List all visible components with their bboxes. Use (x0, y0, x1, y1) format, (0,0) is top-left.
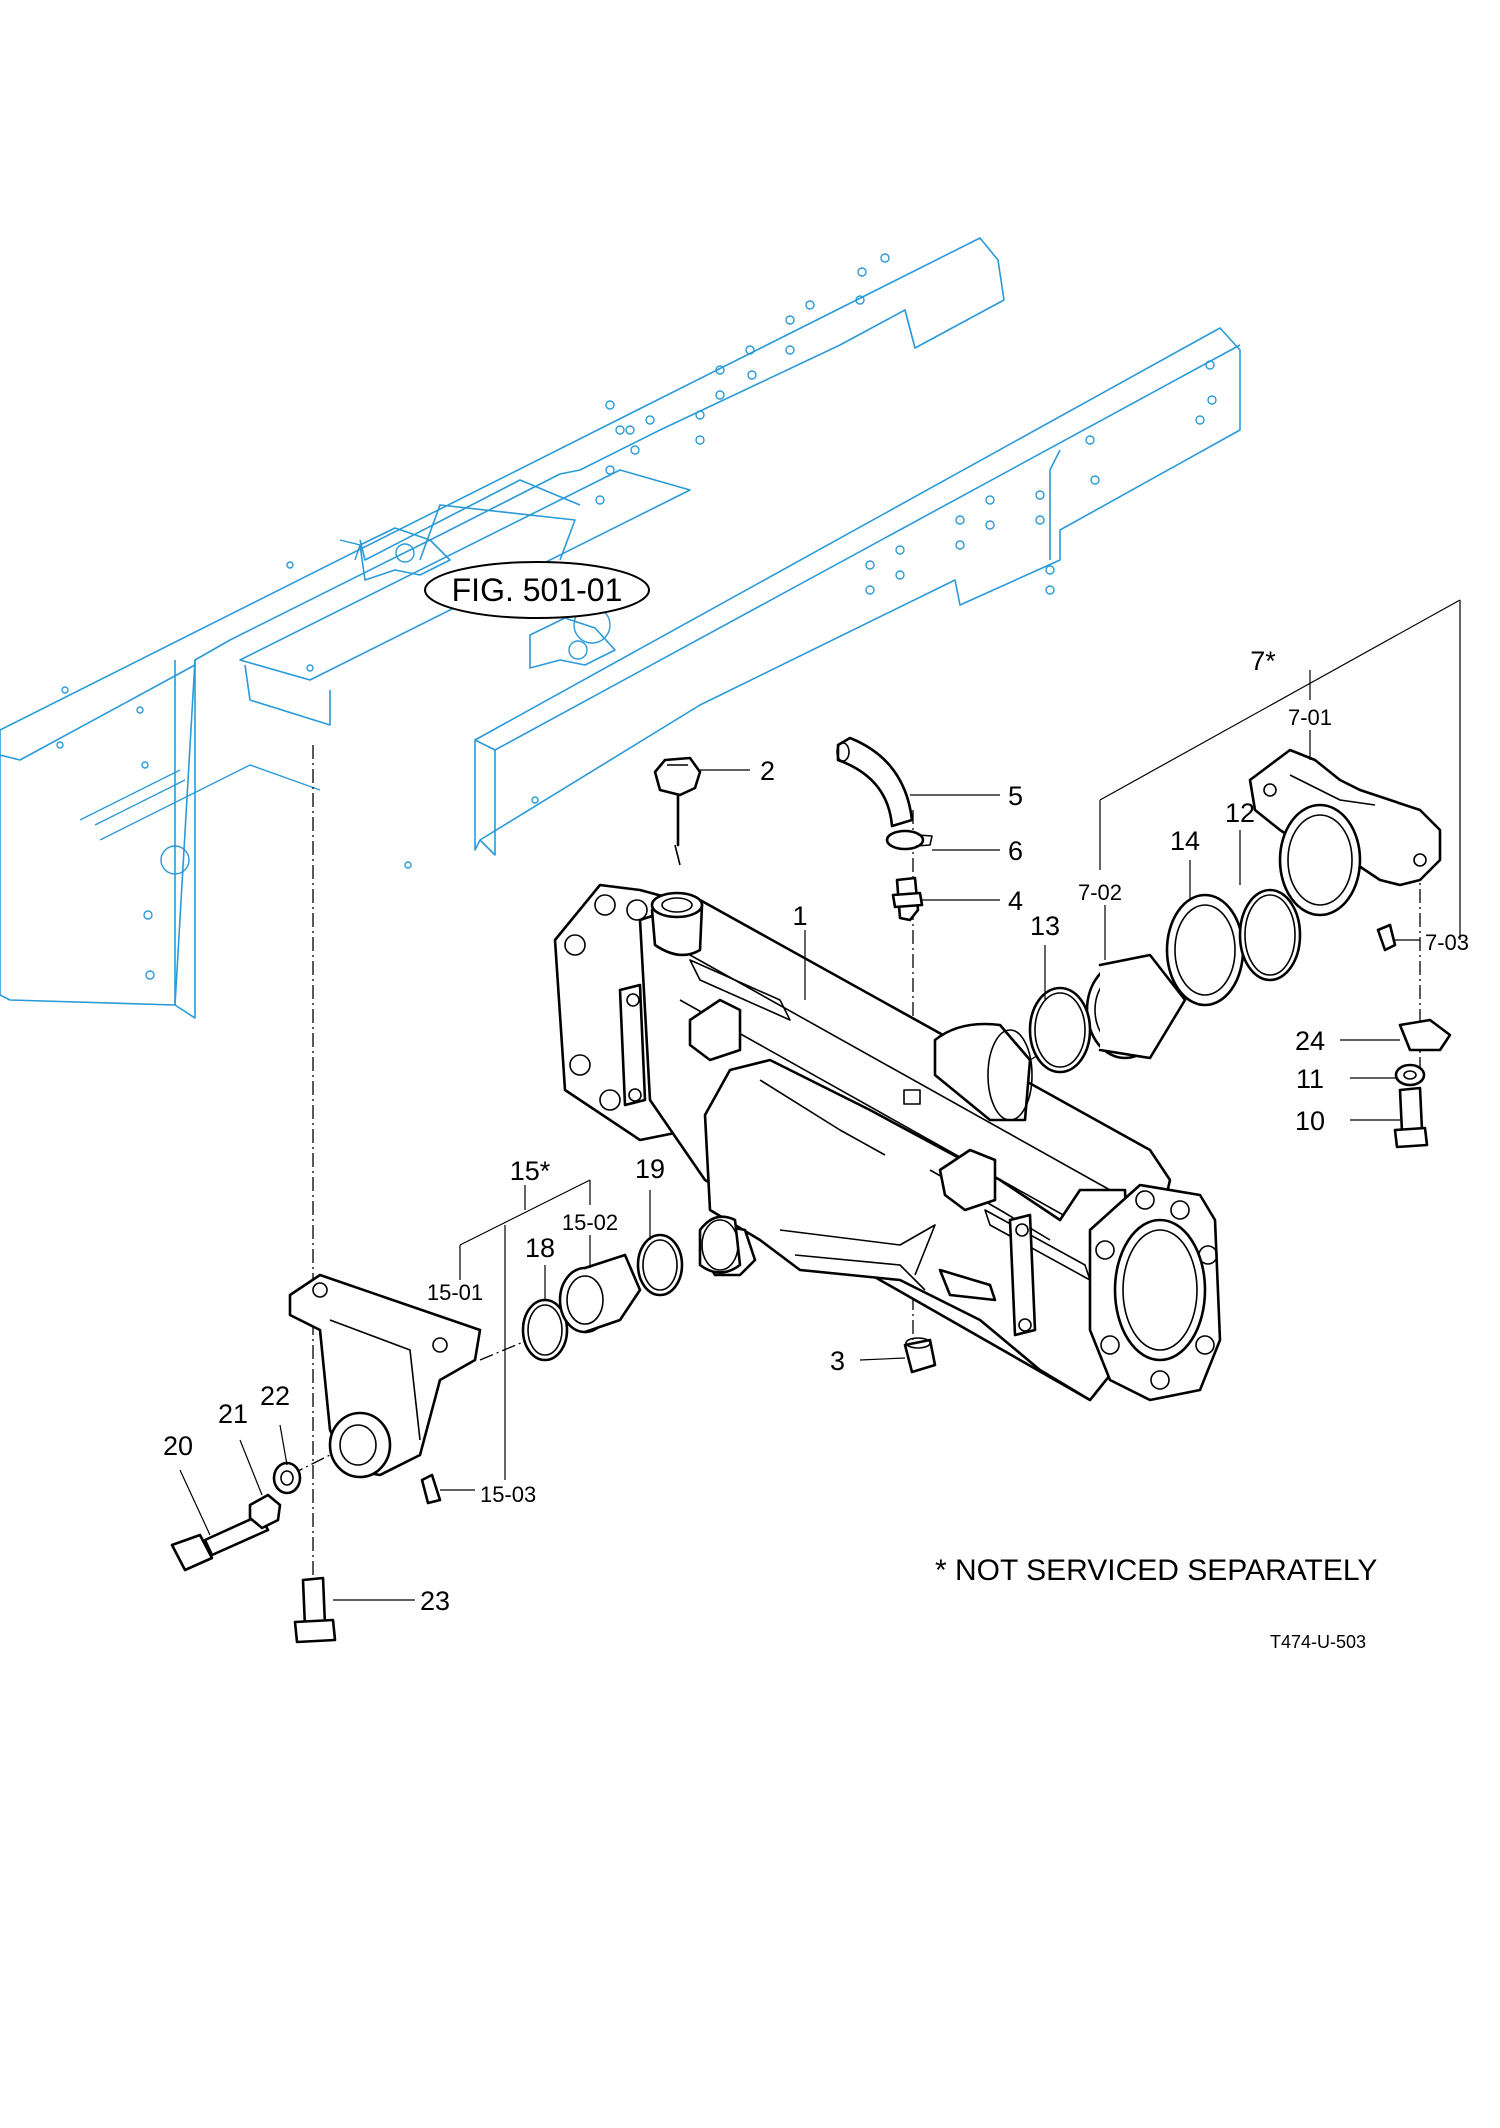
breather-fitting (891, 876, 924, 922)
bolt-23 (293, 1576, 337, 1644)
bolt-10 (1393, 1086, 1429, 1149)
bushing-7-02 (1085, 953, 1187, 1060)
washer-22 (272, 1461, 302, 1495)
callout-18: 18 (525, 1233, 555, 1263)
callout-23: 23 (420, 1586, 450, 1616)
callout-7-03: 7-03 (1425, 930, 1469, 955)
callout-7-02: 7-02 (1078, 880, 1122, 905)
bolt-20 (170, 1513, 270, 1572)
callout-2: 2 (760, 756, 775, 786)
pivot-bracket-front (1248, 748, 1442, 917)
figure-reference-label: FIG. 501-01 (452, 572, 623, 608)
drawing-code: T474-U-503 (1270, 1632, 1366, 1652)
callout-15-03: 15-03 (480, 1482, 536, 1507)
callout-1: 1 (792, 901, 807, 931)
callout-4: 4 (1008, 886, 1023, 916)
callout-3: 3 (830, 1346, 845, 1376)
callout-14: 14 (1170, 826, 1200, 856)
callout-15-02: 15-02 (562, 1210, 618, 1235)
breather-hose (836, 736, 914, 828)
callout-7-01: 7-01 (1288, 705, 1332, 730)
callout-19: 19 (635, 1154, 665, 1184)
washer-11 (1394, 1063, 1426, 1087)
tractor-frame-outline (0, 237, 1241, 1019)
nut-21 (248, 1493, 282, 1530)
pivot-bracket-rear (288, 1273, 482, 1479)
callout-11: 11 (1296, 1064, 1324, 1094)
callout-15-01: 15-01 (427, 1280, 483, 1305)
callout-22: 22 (260, 1381, 290, 1411)
callout-7: 7* (1250, 646, 1276, 676)
grease-fitting-15-03 (420, 1473, 442, 1505)
hose-clamp (885, 829, 933, 851)
grease-fitting-7-03 (1376, 923, 1397, 952)
drain-plug (903, 1337, 937, 1374)
callout-15: 15* (510, 1156, 551, 1186)
callout-6: 6 (1008, 836, 1023, 866)
o-ring-12 (1238, 888, 1302, 982)
thrust-ring-14 (1165, 893, 1245, 1007)
axle-housing (553, 883, 1222, 1402)
filler-cap-dipstick (653, 756, 702, 866)
callout-5: 5 (1008, 781, 1023, 811)
callout-21: 21 (218, 1399, 248, 1429)
not-serviced-note: * NOT SERVICED SEPARATELY (935, 1554, 1377, 1587)
callout-10: 10 (1295, 1106, 1325, 1136)
o-ring-19 (636, 1233, 684, 1297)
callout-leader-lines (179, 599, 1461, 1601)
shim-plate (1398, 1018, 1452, 1052)
bushing-15-02 (558, 1253, 642, 1334)
callout-20: 20 (163, 1431, 193, 1461)
o-ring-13 (1028, 986, 1092, 1074)
callout-24: 24 (1295, 1026, 1325, 1056)
callout-13: 13 (1030, 911, 1060, 941)
callout-12: 12 (1225, 798, 1255, 828)
